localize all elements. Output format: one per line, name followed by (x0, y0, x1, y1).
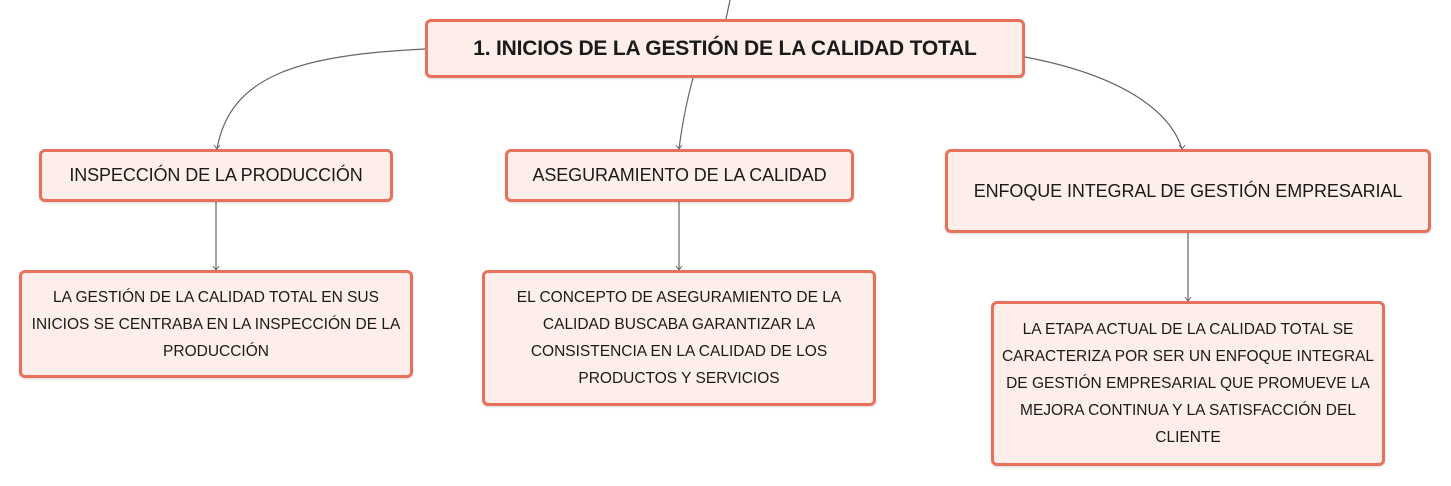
subtopic-text: EL CONCEPTO DE ASEGURAMIENTO DE LA CALID… (516, 289, 842, 387)
subtopic-aseguramiento-detail[interactable]: EL CONCEPTO DE ASEGURAMIENTO DE LA CALID… (482, 270, 876, 406)
subtopic-enfoque-detail[interactable]: LA ETAPA ACTUAL DE LA CALIDAD TOTAL SE C… (991, 301, 1385, 466)
subtopic-text: LA GESTIÓN DE LA CALIDAD TOTAL EN SUS IN… (31, 288, 401, 360)
topic-enfoque-integral[interactable]: ENFOQUE INTEGRAL DE GESTIÓN EMPRESARIAL (945, 149, 1431, 233)
topic-label: ENFOQUE INTEGRAL DE GESTIÓN EMPRESARIAL (973, 180, 1403, 201)
subtopic-text: LA ETAPA ACTUAL DE LA CALIDAD TOTAL SE C… (1001, 321, 1375, 446)
connector-root-to-enfoque (1024, 56, 1183, 150)
topic-inspeccion-produccion[interactable]: INSPECCIÓN DE LA PRODUCCIÓN (39, 149, 393, 202)
connector-root-to-inspeccion (216, 48, 426, 150)
topic-label: ASEGURAMIENTO DE LA CALIDAD (532, 165, 827, 185)
subtopic-inspeccion-detail[interactable]: LA GESTIÓN DE LA CALIDAD TOTAL EN SUS IN… (19, 270, 413, 378)
connector-parent-to-root (725, 0, 731, 20)
root-topic[interactable]: 1. INICIOS DE LA GESTIÓN DE LA CALIDAD T… (425, 19, 1025, 78)
topic-label: INSPECCIÓN DE LA PRODUCCIÓN (69, 165, 363, 185)
topic-aseguramiento-calidad[interactable]: ASEGURAMIENTO DE LA CALIDAD (505, 149, 854, 202)
connector-root-to-aseguramiento (678, 77, 694, 150)
root-topic-label: 1. INICIOS DE LA GESTIÓN DE LA CALIDAD T… (473, 36, 977, 60)
